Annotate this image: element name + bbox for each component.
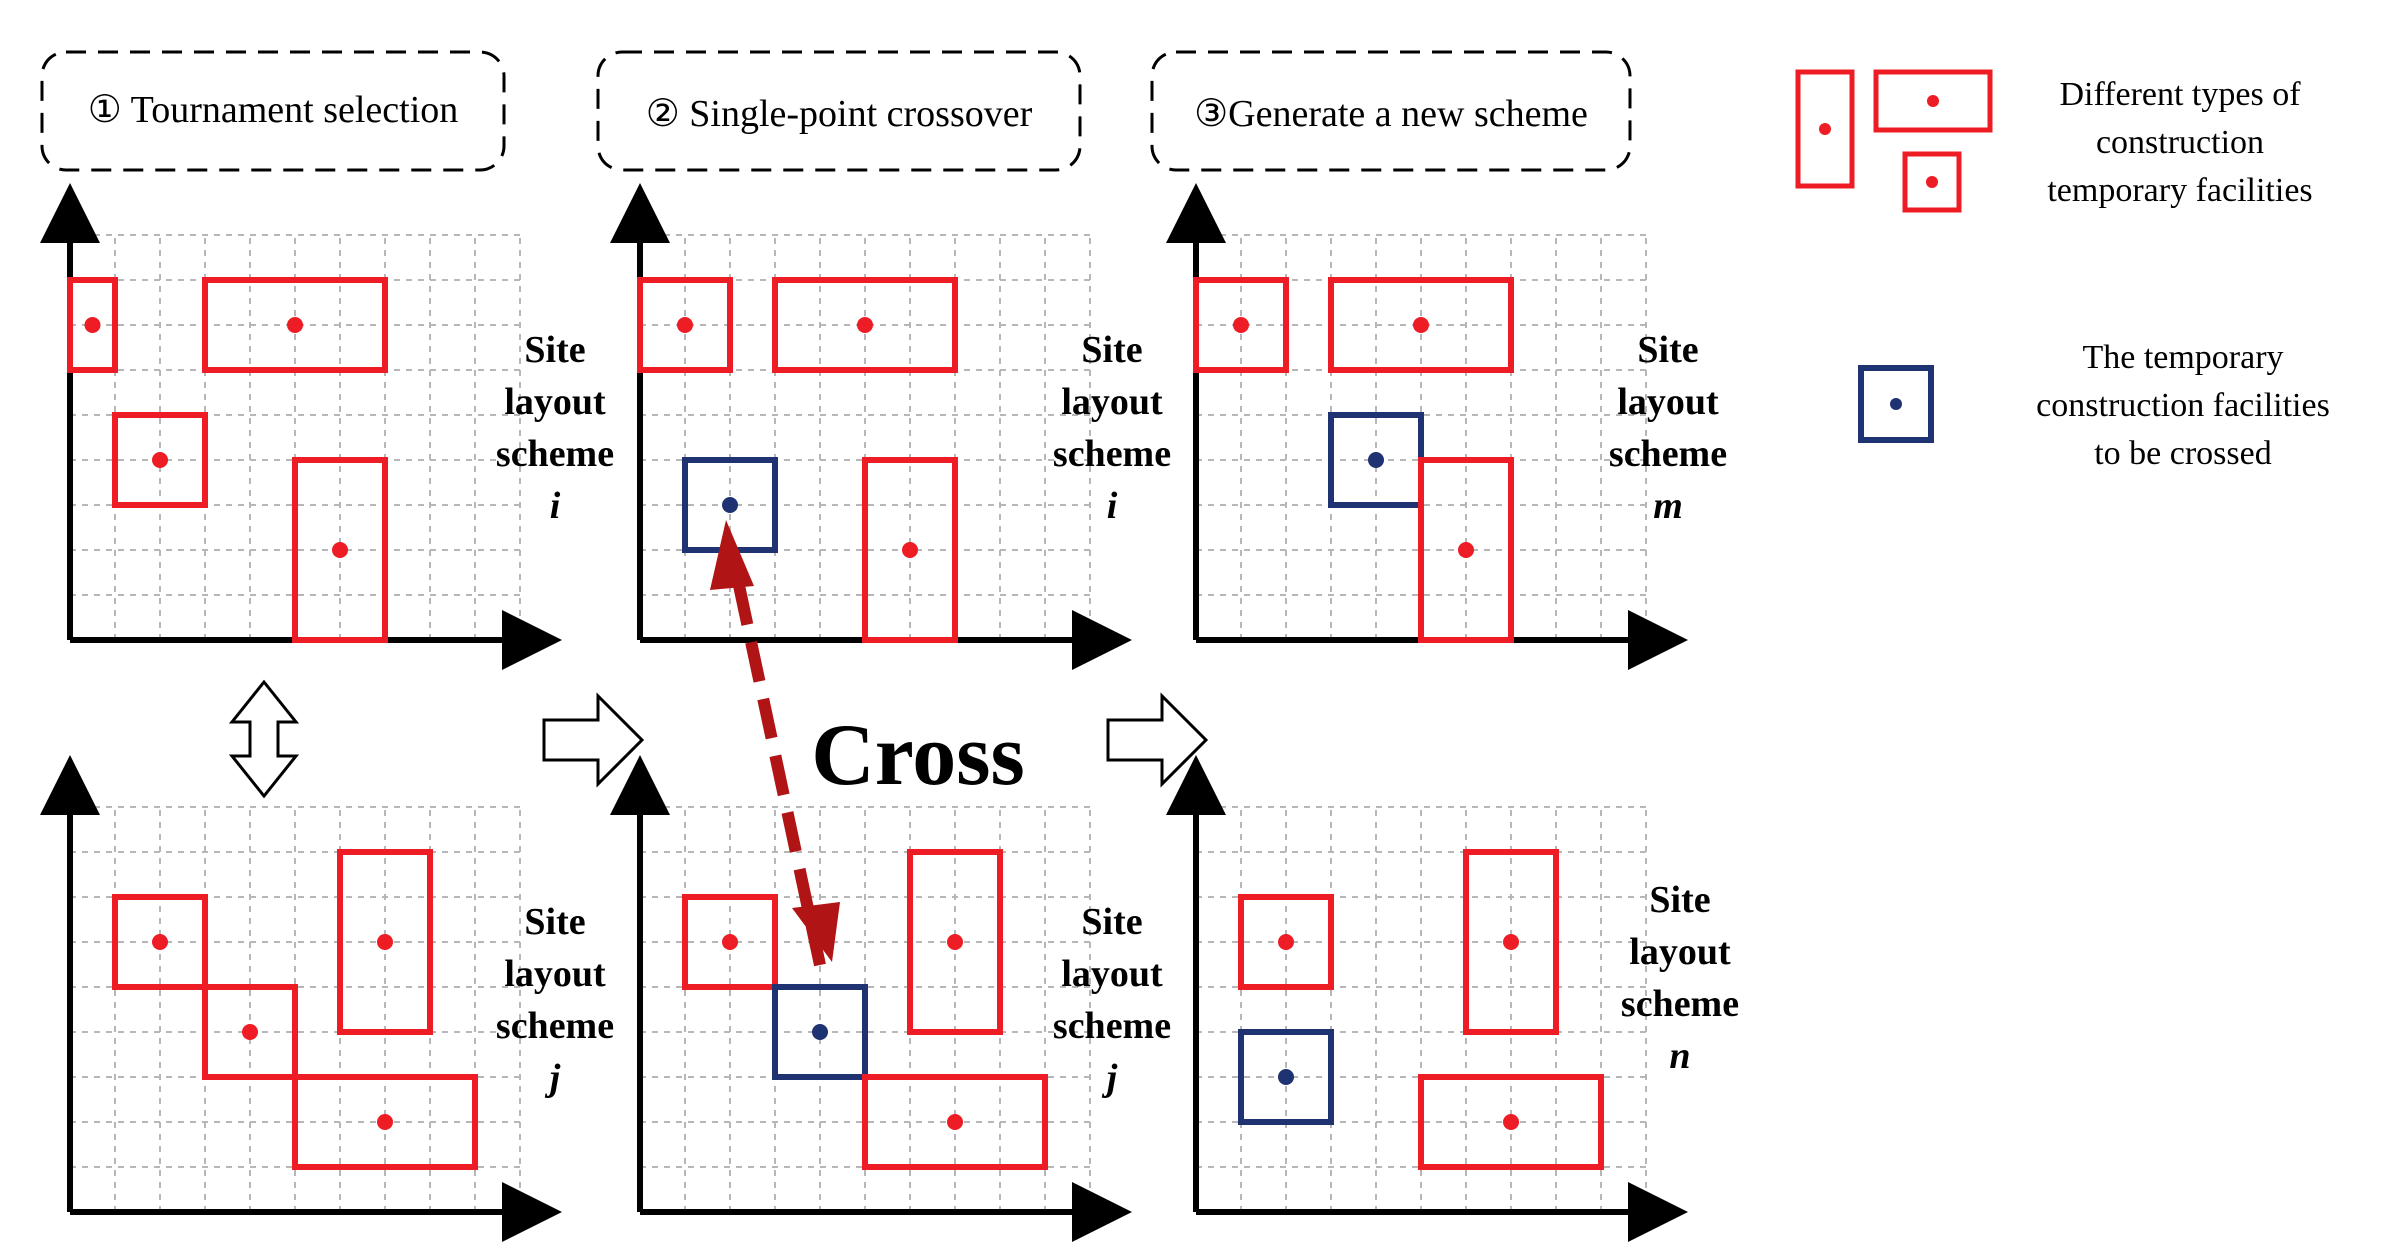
scheme-label-line: scheme [496, 433, 614, 475]
temporary-facility [1418, 1074, 1604, 1170]
scheme-variable: m [1653, 485, 1683, 527]
facility-center [1233, 317, 1249, 333]
legend-crossed-line-3: to be crossed [2094, 435, 2272, 472]
legend-facility-line-1: Different types of [2059, 76, 2301, 113]
facility-center [812, 1024, 828, 1040]
layout-panel: Site layout scheme n [1166, 755, 1739, 1242]
scheme-label-line: layout [504, 381, 606, 423]
layout-panel: Site layout scheme j [610, 755, 1171, 1242]
legend-facility-line-3: temporary facilities [2047, 172, 2312, 209]
legend-crossed-line-1: The temporary [2082, 339, 2283, 376]
scheme-label-line: Site [524, 901, 585, 943]
step-box-2: ② Single-point crossover [596, 50, 1082, 172]
scheme-label-line: Site [1081, 329, 1142, 371]
facility-center [152, 452, 168, 468]
scheme-variable: i [550, 485, 561, 527]
temporary-facility [112, 412, 208, 508]
facility-center [1413, 317, 1429, 333]
crossed-facility [772, 984, 868, 1080]
temporary-facility [1238, 894, 1334, 990]
facility-center [242, 1024, 258, 1040]
facility-center [677, 317, 693, 333]
facility-center [1503, 934, 1519, 950]
scheme-label-line: layout [1061, 953, 1163, 995]
temporary-facility [907, 849, 1003, 1035]
scheme-label-line: Site [1081, 901, 1142, 943]
temporary-facility [1463, 849, 1559, 1035]
layout-panels: SitelayoutschemeiSitelayoutschemeiSitela… [40, 183, 1739, 1242]
legend-crossed-icon [1858, 365, 1934, 443]
scheme-label-line: scheme [1053, 433, 1171, 475]
legend-facility-line-2: construction [2096, 124, 2264, 161]
facility-center [857, 317, 873, 333]
scheme-label-line: Site [1637, 329, 1698, 371]
facility-center [1278, 1069, 1294, 1085]
facility-center [332, 542, 348, 558]
crossover-dashed-arrow [710, 520, 840, 967]
step-box-1: ① Tournament selection [40, 50, 506, 172]
step-label-3: ③Generate a new scheme [1194, 93, 1588, 135]
double-arrow-icon [228, 679, 300, 799]
layout-panel: Site layout scheme i [610, 183, 1171, 670]
temporary-facility [202, 984, 298, 1080]
legend: Different types of construction temporar… [1795, 69, 2330, 472]
scheme-label-line: scheme [1609, 433, 1727, 475]
facility-center [152, 934, 168, 950]
facility-center [1368, 452, 1384, 468]
scheme-label-line: scheme [496, 1005, 614, 1047]
layout-panel: Site layout scheme i [40, 183, 614, 670]
temporary-facility [772, 277, 958, 373]
temporary-facility [292, 1074, 478, 1170]
scheme-label-line: layout [1629, 931, 1731, 973]
facility-center [377, 934, 393, 950]
scheme-label-line: layout [1061, 381, 1163, 423]
facility-center [722, 934, 738, 950]
facility-center [722, 497, 738, 513]
step-label-2: ② Single-point crossover [646, 93, 1033, 135]
temporary-facility [337, 849, 433, 1035]
temporary-facility [682, 894, 778, 990]
legend-facility-icons [1795, 69, 1993, 213]
crossed-facility [1238, 1029, 1334, 1125]
facility-center [947, 1114, 963, 1130]
temporary-facility [1193, 277, 1289, 373]
temporary-facility [862, 1074, 1048, 1170]
scheme-variable: j [545, 1057, 561, 1099]
temporary-facility [67, 277, 118, 373]
scheme-variable: i [1107, 485, 1118, 527]
scheme-label-line: layout [504, 953, 606, 995]
scheme-label-line: Site [1649, 879, 1710, 921]
scheme-variable: j [1102, 1057, 1118, 1099]
scheme-label-line: scheme [1621, 983, 1739, 1025]
facility-center [902, 542, 918, 558]
scheme-label-line: layout [1617, 381, 1719, 423]
right-arrow-icon-2 [1106, 692, 1209, 788]
layout-panel: Site layout scheme j [40, 755, 614, 1242]
temporary-facility [637, 277, 733, 373]
facility-center [84, 317, 101, 333]
legend-crossed-line-2: construction facilities [2036, 387, 2330, 424]
scheme-variable: n [1669, 1035, 1690, 1077]
step-box-3: ③Generate a new scheme [1150, 50, 1632, 172]
right-arrow-icon-1 [542, 692, 645, 788]
facility-center [1503, 1114, 1519, 1130]
temporary-facility [1328, 277, 1514, 373]
cross-label: Cross [811, 707, 1025, 804]
temporary-facility [112, 894, 208, 990]
scheme-label-line: Site [524, 329, 585, 371]
temporary-facility [202, 277, 388, 373]
facility-center [377, 1114, 393, 1130]
facility-center [1278, 934, 1294, 950]
facility-center [947, 934, 963, 950]
temporary-facility [1418, 457, 1514, 643]
step-label-1: ① Tournament selection [88, 89, 459, 131]
scheme-label-line: scheme [1053, 1005, 1171, 1047]
layout-panel: Site layout scheme m [1166, 183, 1727, 670]
temporary-facility [862, 457, 958, 643]
facility-center [1458, 542, 1474, 558]
facility-center [287, 317, 303, 333]
temporary-facility [292, 457, 388, 643]
